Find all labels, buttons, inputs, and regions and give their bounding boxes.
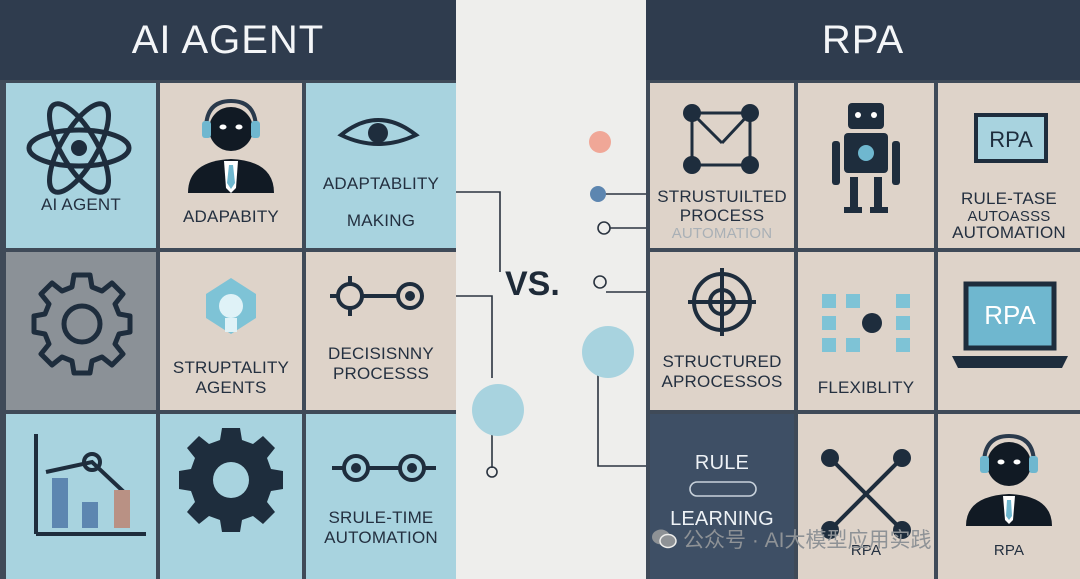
cell-srule-time-automation: SRULE-TIME AUTOMATION (306, 414, 456, 579)
light-blue-circle (582, 326, 634, 378)
cell-rule-tase-automation: RPA RULE-TASE AUTOASSS AUTOMATION (938, 83, 1080, 248)
robot-icon (832, 103, 900, 213)
label-agents: AGENTS (195, 378, 267, 397)
cell-adapability: ADAPABITY (160, 83, 302, 248)
atom-icon (26, 101, 132, 195)
cell-struptality-agents: STRUPTALITY AGENTS (160, 252, 302, 410)
laptop-icon: RPA (952, 281, 1068, 368)
label-decisisnny: DECISISNNY (328, 344, 434, 363)
eye-icon (337, 118, 420, 146)
cell-strustuilted-process: STRUSTUILTED PROCESS AUTOMATION (650, 83, 794, 248)
label-adaptablity: ADAPTABLITY (322, 174, 440, 193)
decision-flow-icon (332, 454, 436, 482)
label-automation: AUTOMATION (324, 528, 438, 547)
label-rpa: RPA (993, 542, 1025, 559)
cell-ai-agent: AI AGENT (6, 83, 156, 248)
label-flexiblity: FLEXIBLITY (817, 378, 915, 397)
cell-decisisnny-process: DECISISNNY PROCESSS (306, 252, 456, 410)
watermark: 公众号 · AI大模型应用实践 (651, 524, 932, 554)
label-automation: AUTOMATION (952, 223, 1066, 242)
label-rpa: RPA (850, 542, 882, 559)
label-ai-agent: AI AGENT (40, 195, 121, 214)
blue-dot (590, 186, 606, 202)
label-learning: LEARNING (670, 508, 774, 530)
label-making: MAKING (346, 211, 416, 230)
ring-dot (486, 466, 498, 478)
pink-dot (589, 131, 611, 153)
cell-structured-processos: STRUCTURED APROCESSOS (650, 252, 794, 410)
cell-flexiblity: FLEXIBLITY (798, 252, 934, 410)
vs-label: VS. (505, 265, 560, 303)
watermark-text: 公众号 · AI大模型应用实践 (683, 529, 932, 552)
label-rule: RULE (694, 452, 750, 474)
cell-rpa-network: RPA (798, 414, 934, 579)
cell-robot (798, 83, 934, 248)
bar-chart-icon (34, 434, 146, 536)
label-rule-tase: RULE-TASE (961, 189, 1057, 208)
gear-icon (179, 428, 283, 532)
label-autoasss: AUTOASSS (967, 208, 1051, 225)
crosshair-icon (688, 268, 756, 336)
person-headset-icon (966, 433, 1052, 526)
network-icon (683, 104, 759, 174)
wechat-icon (652, 529, 677, 549)
ai-agent-header: AI AGENT (0, 0, 456, 80)
label-aprocessos: APROCESSOS (661, 372, 783, 391)
light-blue-circle (472, 384, 524, 436)
rpa-panel: RPA STRUSTUILTED PROCESS AUTOMATION (646, 0, 1080, 579)
decision-flow-icon (330, 276, 424, 316)
grid-icon (822, 294, 910, 352)
lightbulb-icon (206, 278, 256, 334)
cell-rpa-laptop: RPA (938, 252, 1080, 410)
ai-agent-panel: AI AGENT AI AGENT ADAPABITY (0, 0, 456, 579)
cell-rpa-person: RPA (938, 414, 1080, 579)
label-automation-faded: AUTOMATION (671, 225, 773, 242)
label-struptality: STRUPTALITY (172, 358, 290, 377)
cell-rule-learning: RULE LEARNING (650, 414, 794, 579)
scroll-icon (689, 481, 757, 497)
cell-bar-chart (6, 414, 156, 579)
label-adapability: ADAPABITY (183, 207, 279, 226)
network-x-icon (821, 449, 911, 539)
rpa-badge-text: RPA (984, 300, 1036, 330)
gear-icon (31, 272, 133, 376)
label-process: PROCESS (679, 206, 765, 225)
cell-adaptablity-making: ADAPTABLITY MAKING (306, 83, 456, 248)
ring-dot (597, 221, 611, 235)
label-strustuilted: STRUSTUILTED (657, 187, 787, 206)
label-structured: STRUCTURED (662, 352, 782, 371)
rpa-header: RPA (646, 0, 1080, 80)
person-headset-icon (188, 98, 274, 193)
cell-gear (6, 252, 156, 410)
rpa-badge-text: RPA (989, 127, 1033, 152)
label-processs: PROCESSS (332, 364, 430, 383)
rpa-screen-icon: RPA (974, 113, 1048, 163)
label-srule-time: SRULE-TIME (328, 508, 434, 527)
cell-gear-dark (160, 414, 302, 579)
ring-dot (593, 275, 607, 289)
